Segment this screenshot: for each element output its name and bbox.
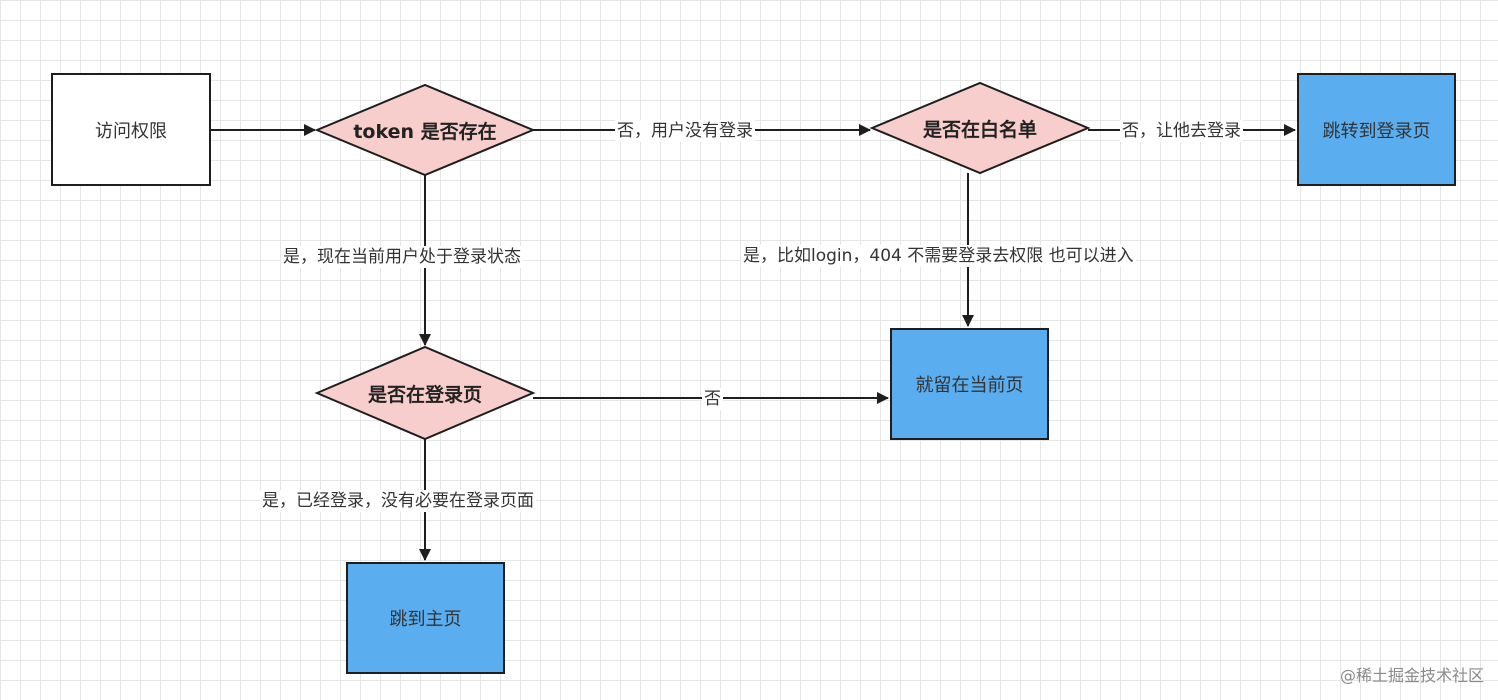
access-permission-node: 访问权限 xyxy=(51,73,211,186)
goto-login-page-node: 跳转到登录页 xyxy=(1297,73,1456,186)
edge-label-yes-already-logged-in: 是，已经登录，没有必要在登录页面 xyxy=(260,490,536,512)
is-login-page-label: 是否在登录页 xyxy=(367,383,482,406)
is-login-page-diamond xyxy=(314,345,536,441)
stay-current-page-node: 就留在当前页 xyxy=(890,328,1049,440)
edge-label-yes-logged-in-state: 是，现在当前用户处于登录状态 xyxy=(281,246,523,268)
in-whitelist-label: 是否在白名单 xyxy=(922,118,1037,141)
edge-label-no-let-login: 否，让他去登录 xyxy=(1120,120,1243,142)
stay-current-page-label: 就留在当前页 xyxy=(915,375,1024,396)
goto-home-label: 跳到主页 xyxy=(389,609,462,630)
goto-login-page-label: 跳转到登录页 xyxy=(1322,120,1431,142)
in-whitelist-diamond xyxy=(869,81,1091,175)
edge-label-no-not-logged-in: 否，用户没有登录 xyxy=(615,120,755,142)
token-exists-label: token 是否存在 xyxy=(353,120,497,143)
edge-label-yes-login-404: 是，比如login，404 不需要登录去权限 也可以进入 xyxy=(741,245,1136,267)
edge-label-no: 否 xyxy=(702,388,723,410)
access-permission-label: 访问权限 xyxy=(95,120,167,142)
goto-home-node: 跳到主页 xyxy=(346,562,505,674)
watermark: @稀土掘金技术社区 xyxy=(1339,666,1484,685)
